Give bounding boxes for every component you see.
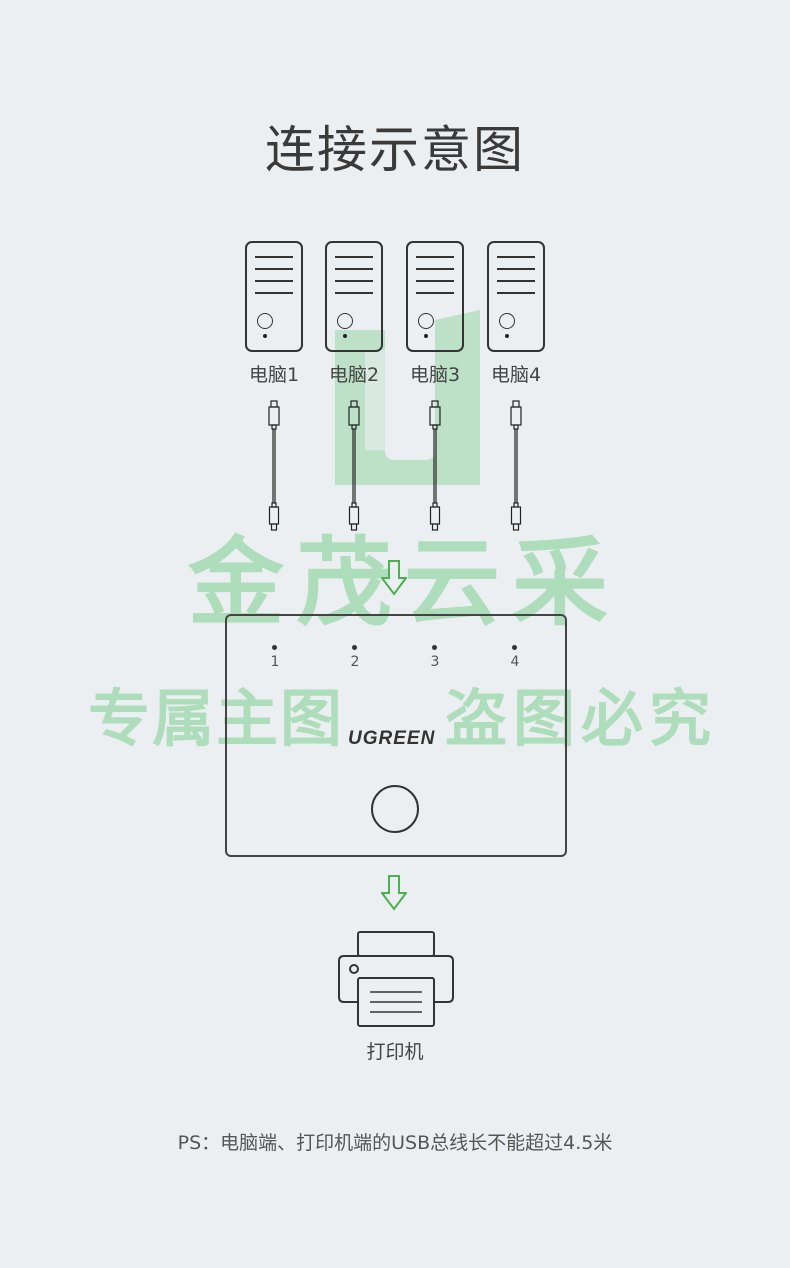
port-indicator-led <box>272 645 277 650</box>
computer-icon <box>487 241 545 352</box>
computer-icon <box>245 241 303 352</box>
computer-label: 电脑1 <box>248 364 300 386</box>
watermark-logo-icon <box>335 310 480 485</box>
computer-label: 电脑3 <box>409 364 461 386</box>
arrow-down-icon <box>381 560 407 596</box>
brand-logo: UGREEN <box>348 728 436 749</box>
arrow-down-icon <box>381 875 407 911</box>
computer-label: 电脑4 <box>490 364 542 386</box>
port-number: 2 <box>350 654 360 670</box>
computer-icon <box>406 241 464 352</box>
port-indicator-led <box>512 645 517 650</box>
usb-cable-icon <box>429 400 441 531</box>
switch-button-icon <box>371 785 419 833</box>
printer-icon <box>338 931 454 1027</box>
port-indicator-led <box>352 645 357 650</box>
port-number: 4 <box>510 654 520 670</box>
printer-label: 打印机 <box>366 1041 424 1063</box>
computer-label: 电脑2 <box>328 364 380 386</box>
computer-icon <box>325 241 383 352</box>
usb-switch-device <box>225 614 567 857</box>
usb-cable-icon <box>268 400 280 531</box>
port-number: 1 <box>270 654 280 670</box>
footnote: PS：电脑端、打印机端的USB总线长不能超过4.5米 <box>177 1132 613 1154</box>
port-number: 3 <box>430 654 440 670</box>
usb-cable-icon <box>348 400 360 531</box>
port-indicator-led <box>432 645 437 650</box>
usb-cable-icon <box>510 400 522 531</box>
page-title: 连接示意图 <box>265 121 525 179</box>
